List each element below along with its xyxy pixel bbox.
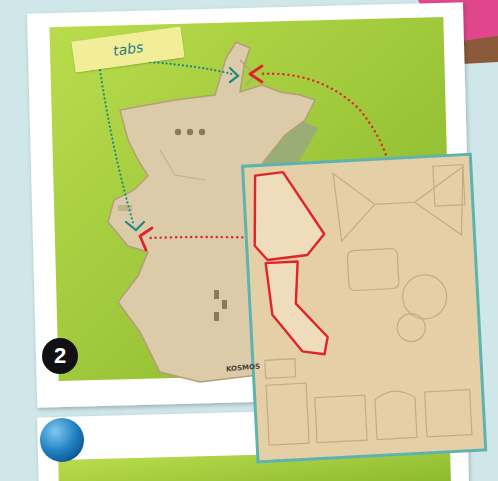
parts-sheet — [243, 154, 486, 462]
tape-label: tabs — [71, 27, 185, 73]
brand-print: KOSMOS — [226, 363, 261, 374]
tape-text: tabs — [112, 40, 144, 59]
tab-marker — [126, 68, 238, 230]
ball — [40, 418, 84, 462]
number-text: 2 — [54, 344, 66, 368]
tab-leader — [100, 62, 232, 226]
arrow-head — [140, 66, 262, 250]
callout-number: 2 — [42, 338, 78, 374]
